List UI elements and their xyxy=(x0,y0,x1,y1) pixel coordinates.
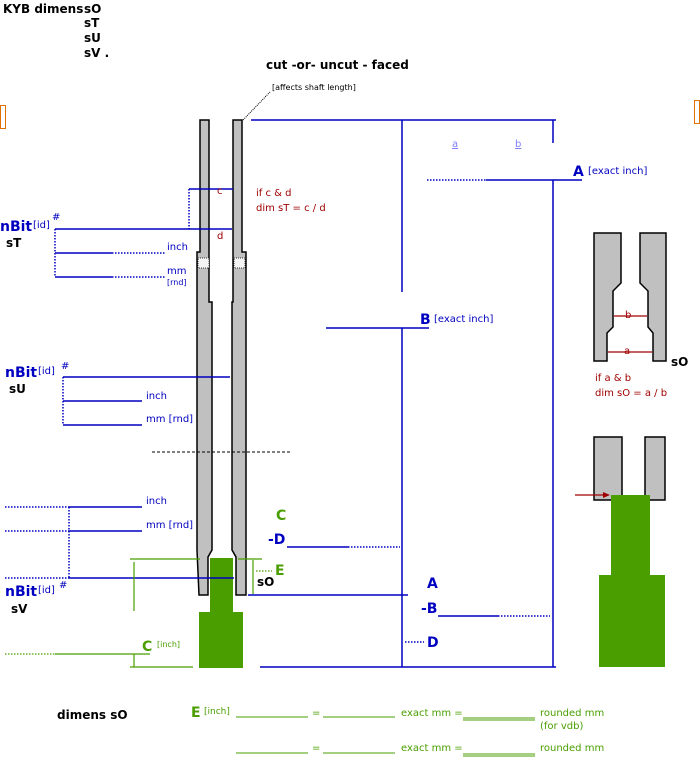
hash-sU: # xyxy=(61,361,70,372)
footer-eq-2: = xyxy=(312,743,321,754)
rnd-sT: [rnd] xyxy=(167,278,187,287)
footer-rounded-mm-2: rounded mm xyxy=(540,743,605,754)
footer-rounded-mm-1: rounded mm xyxy=(540,708,605,719)
label-D: D xyxy=(427,635,439,651)
left-wall xyxy=(196,119,213,596)
label-b: b xyxy=(625,310,632,321)
dim-sT: sT xyxy=(84,16,100,30)
right-wall xyxy=(231,119,247,596)
detail-arrows xyxy=(608,315,652,353)
mm-sV: mm [rnd] xyxy=(146,520,194,531)
piston xyxy=(199,558,243,668)
label-A-lower: A xyxy=(427,576,438,592)
detail-sO-walls xyxy=(593,232,667,362)
ab-rule-1: if a & b xyxy=(595,373,632,384)
id-sV: [id] xyxy=(38,585,55,596)
label-minus-D: -D xyxy=(268,532,286,548)
label-d: d xyxy=(217,231,224,242)
page-title: KYB dimens xyxy=(3,2,84,16)
cd-rule-1: if c & d xyxy=(256,188,292,199)
id-sU: [id] xyxy=(38,366,55,377)
hash-sV: # xyxy=(59,580,68,591)
scroll-marker-right xyxy=(694,100,700,124)
label-sO: sO xyxy=(257,575,275,589)
label-c: c xyxy=(217,186,223,197)
detail-installed-walls xyxy=(593,436,666,501)
label-C-lower: C xyxy=(142,639,153,655)
footer-for-vdb: (for vdb) xyxy=(540,721,584,732)
dimension-lines xyxy=(5,119,582,668)
group-dim-sV: sV xyxy=(11,602,28,616)
scroll-marker-left xyxy=(0,105,6,129)
footer-title: dimens sO xyxy=(57,708,128,722)
C-inch: [inch] xyxy=(157,640,181,649)
nbit-sT: nBit xyxy=(0,219,33,235)
id-sT: [id] xyxy=(33,220,50,231)
green-dimensions xyxy=(5,558,272,668)
footer-inch: [inch] xyxy=(204,707,230,717)
footer-exact-mm-1: exact mm = xyxy=(401,708,463,719)
subtitle: cut -or- uncut - faced xyxy=(266,58,409,72)
mm-sT: mm xyxy=(167,266,187,277)
nbit-sU: nBit xyxy=(5,365,38,381)
label-B: B xyxy=(420,312,431,328)
label-a: a xyxy=(624,346,631,357)
dim-sO: sO xyxy=(84,2,102,16)
link-b[interactable]: b xyxy=(515,139,522,150)
inch-sT: inch xyxy=(167,242,188,253)
hash-sT: # xyxy=(52,212,61,223)
dim-sU: sU xyxy=(84,31,101,45)
detail-piston xyxy=(599,495,665,667)
detail-sO: sO xyxy=(671,355,689,369)
A-exact-inch: [exact inch] xyxy=(588,166,648,177)
nbit-sV: nBit xyxy=(5,584,38,600)
dim-sV: sV . xyxy=(84,46,110,60)
ab-rule-2: dim sO = a / b xyxy=(595,388,668,399)
footer-exact-mm-2: exact mm = xyxy=(401,743,463,754)
label-minus-B: -B xyxy=(421,601,438,617)
group-dim-sT: sT xyxy=(6,236,22,250)
label-E: E xyxy=(275,563,285,579)
cd-rule-2: dim sT = c / d xyxy=(256,203,326,214)
mm-sU: mm [rnd] xyxy=(146,414,194,425)
B-exact-inch: [exact inch] xyxy=(434,314,494,325)
label-A: A xyxy=(573,164,584,180)
footer-eq-1: = xyxy=(312,708,321,719)
inch-sU: inch xyxy=(146,391,167,402)
affects-note: [affects shaft length] xyxy=(272,83,356,92)
footer-blanks xyxy=(236,716,535,757)
link-a[interactable]: a xyxy=(452,139,459,150)
label-C: C xyxy=(276,508,287,524)
group-dim-sU: sU xyxy=(9,382,26,396)
inch-sV: inch xyxy=(146,496,167,507)
cylinder-walls xyxy=(196,119,247,596)
footer-E: E xyxy=(191,705,201,721)
